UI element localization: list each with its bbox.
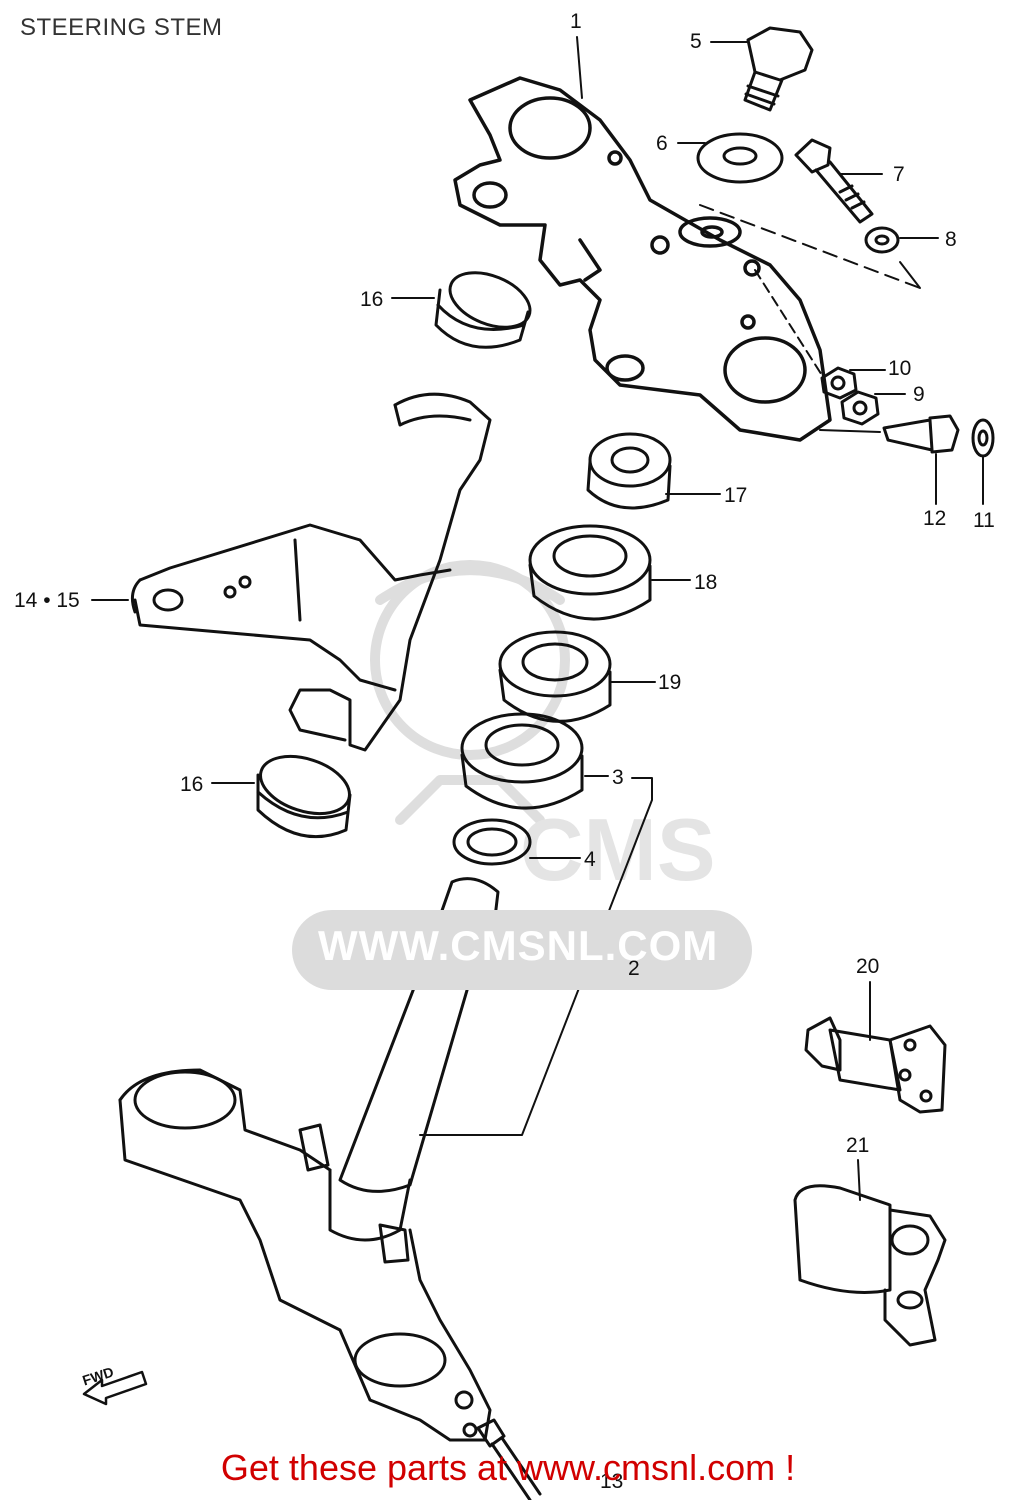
washer-6 xyxy=(696,132,784,184)
washer-8 xyxy=(864,226,900,254)
bolt-5 xyxy=(743,26,814,112)
part-label-2: 2 xyxy=(628,957,640,980)
bushing-16-lower xyxy=(256,754,352,839)
watermark-banner xyxy=(292,910,752,990)
fwd-arrow-icon xyxy=(82,1370,148,1406)
bolt-12 xyxy=(882,414,960,454)
part-label-8: 8 xyxy=(945,228,957,251)
part-label-10: 10 xyxy=(888,357,912,380)
bracket-14-15 xyxy=(130,392,492,752)
part-label-19: 19 xyxy=(658,671,682,694)
washer-4 xyxy=(452,818,532,866)
diagram-title: STEERING STEM xyxy=(20,14,223,41)
watermark-logo-text: CMS xyxy=(520,800,716,899)
watermark-text: WWW.CMSNL.COM xyxy=(318,922,719,969)
leader-lines xyxy=(91,36,984,1201)
ignition-switch-20 xyxy=(804,1016,947,1114)
part-label-21: 21 xyxy=(846,1134,870,1157)
part-label-16-lower: 16 xyxy=(180,773,204,796)
watermark-logo xyxy=(370,560,570,825)
part-label-5: 5 xyxy=(690,30,702,53)
washer-11 xyxy=(971,418,995,458)
bolt-13 xyxy=(476,1418,542,1500)
part-label-13: 13 xyxy=(600,1470,624,1493)
part-label-7: 7 xyxy=(893,163,905,186)
part-label-3: 3 xyxy=(612,766,624,789)
switch-cover-21 xyxy=(793,1184,947,1347)
part-label-20: 20 xyxy=(856,955,880,978)
bearing-3 xyxy=(460,712,584,810)
part-label-18: 18 xyxy=(694,571,718,594)
bolt-7 xyxy=(794,138,874,224)
part-label-11: 11 xyxy=(973,509,995,532)
part-label-17: 17 xyxy=(724,484,748,507)
part-label-6: 6 xyxy=(656,132,668,155)
part-label-12: 12 xyxy=(923,507,947,530)
dust-seal-18 xyxy=(528,524,652,621)
part-label-4: 4 xyxy=(584,848,596,871)
bushing-16-upper xyxy=(434,271,532,349)
part-label-9: 9 xyxy=(913,383,925,406)
nut-10 xyxy=(820,366,858,400)
footer-parts-link[interactable]: Get these parts at www.cmsnl.com ! xyxy=(220,1447,796,1488)
stem-nut-17 xyxy=(586,432,672,510)
upper-bracket xyxy=(453,76,832,442)
part-label-1: 1 xyxy=(570,10,582,33)
nut-9 xyxy=(840,390,880,426)
part-label-16-upper: 16 xyxy=(360,288,384,311)
part-label-14-15: 14 • 15 xyxy=(14,589,80,612)
